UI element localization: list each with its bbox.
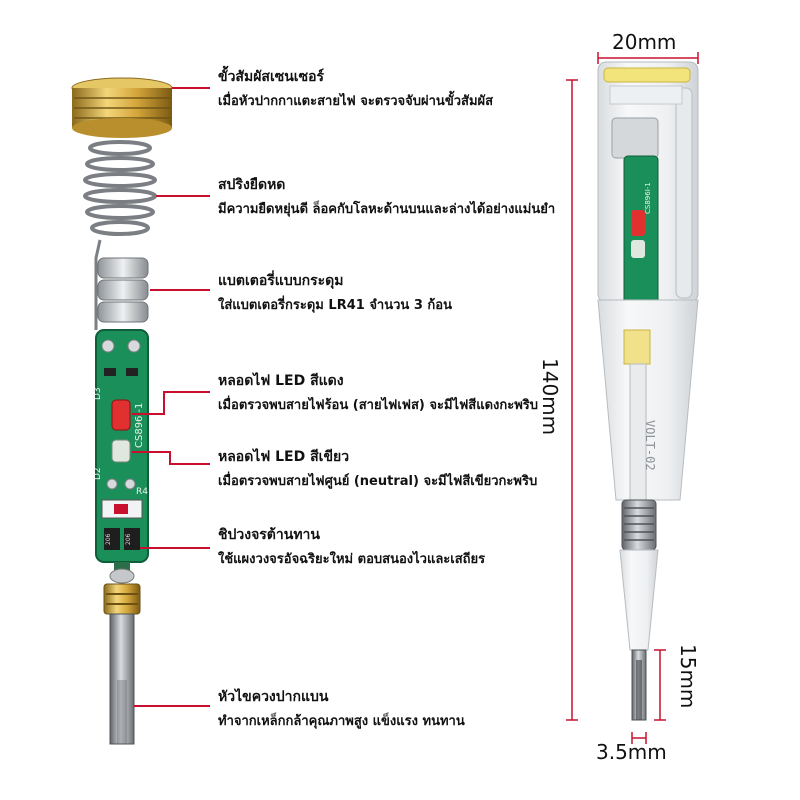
- callout-desc: ใช้แผงวงจรอัจฉริยะใหม่ ตอบสนองไวและเสถีย…: [218, 551, 486, 567]
- pcb-d3-label: D3: [93, 387, 103, 400]
- callout-desc: เมื่อตรวจพบสายไฟศูนย์ (neutral) จะมีไฟสี…: [218, 473, 538, 489]
- screwdriver-shaft: [109, 613, 135, 745]
- callout-red-led: หลอดไฟ LED สีแดง เมื่อตรวจพบสายไฟร้อน (ส…: [218, 372, 538, 414]
- pen-clip: [675, 87, 693, 299]
- callout-batteries: แบตเตอรี่แบบกระดุม ใส่แบตเตอรี่กระดุม LR…: [218, 272, 452, 314]
- dim-tip-width: 3.5mm: [596, 740, 667, 764]
- resistor-chips: [104, 528, 140, 550]
- circuit-board: D3 D2 R4 CS896I-1 206 206: [93, 329, 149, 563]
- callout-title: หลอดไฟ LED สีเขียว: [218, 449, 350, 465]
- callout-desc: ทำจากเหล็กกล้าคุณภาพสูง แข็งแรง ทนทาน: [218, 713, 465, 729]
- callout-title: ชิปวงจรต้านทาน: [218, 527, 320, 543]
- screwdriver-collar: [103, 562, 141, 615]
- callout-title: ขั้วสัมผัสเซนเซอร์: [218, 69, 325, 85]
- pen-pcb-model-label: CS896I-1: [644, 182, 652, 214]
- callout-title: หัวไขควงปากแบน: [218, 689, 329, 705]
- assembled-pen: CS896I-1 VOLT-02: [597, 61, 699, 721]
- dimension-lines: [566, 52, 699, 744]
- spring: [83, 140, 157, 330]
- pcb-d2-label: D2: [93, 467, 103, 480]
- callout-title: หลอดไฟ LED สีแดง: [218, 373, 344, 389]
- callout-desc: เมื่อตรวจพบสายไฟร้อน (สายไฟเฟส) จะมีไฟสี…: [218, 397, 539, 413]
- pcb-model-label: CS896I-1: [134, 403, 145, 448]
- exploded-view: D3 D2 R4 CS896I-1 206 206: [71, 77, 173, 745]
- callout-desc: มีความยืดหยุ่นดี ล็อคกับโลหะด้านบนและล่า…: [218, 201, 556, 217]
- button-batteries: [97, 257, 149, 323]
- pen-top-cap: [603, 67, 691, 83]
- callout-desc: ใส่แบตเตอรี่กระดุม LR41 จำนวน 3 ก้อน: [218, 297, 452, 313]
- resistor-2-label: 206: [125, 533, 132, 545]
- red-led: [111, 399, 131, 431]
- green-led: [111, 439, 131, 463]
- dim-tip-length: 15mm: [676, 644, 700, 709]
- callout-resistor-chip: ชิปวงจรต้านทาน ใช้แผงวงจรอัจฉริยะใหม่ ตอ…: [218, 526, 485, 568]
- dim-width-top: 20mm: [612, 30, 677, 54]
- callout-leaders: [132, 87, 210, 707]
- pcb-r4-label: R4: [136, 487, 148, 497]
- callout-desc: เมื่อหัวปากกาแตะสายไฟ จะตรวจจับผ่านขั้วส…: [218, 93, 494, 109]
- callout-green-led: หลอดไฟ LED สีเขียว เมื่อตรวจพบสายไฟศูนย์…: [218, 448, 537, 490]
- callout-title: แบตเตอรี่แบบกระดุม: [218, 273, 344, 289]
- pen-body-label: VOLT-02: [643, 420, 657, 471]
- callout-sensor-contact: ขั้วสัมผัสเซนเซอร์ เมื่อหัวปากกาแตะสายไฟ…: [218, 68, 493, 110]
- pen-pcb: [623, 155, 659, 323]
- dim-length: 140mm: [538, 358, 562, 436]
- resistor-1-label: 206: [105, 533, 112, 545]
- callout-title: สปริงยืดหด: [218, 177, 286, 193]
- callout-spring: สปริงยืดหด มีความยืดหยุ่นดี ล็อคกับโลหะด…: [218, 176, 555, 218]
- callout-flat-tip: หัวไขควงปากแบน ทำจากเหล็กกล้าคุณภาพสูง แ…: [218, 688, 465, 730]
- sensor-contact: [71, 77, 173, 138]
